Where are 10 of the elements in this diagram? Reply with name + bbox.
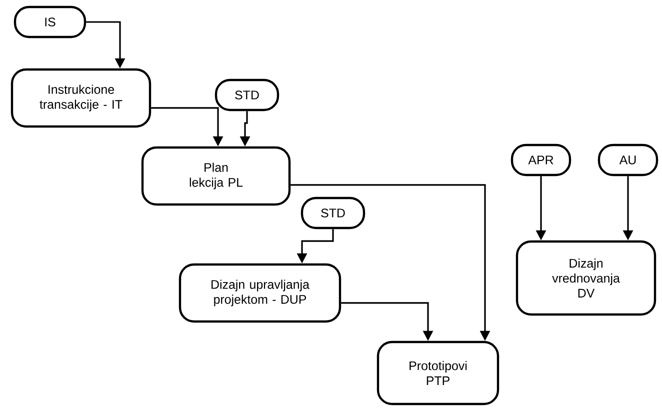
terminal-box: STD [300, 196, 366, 230]
process-box: Plan lekcija PL [141, 146, 291, 206]
process-box: Instrukcione transakcije - IT [10, 68, 152, 128]
process-box: Prototipovi PTP [376, 340, 500, 406]
process-box: Dizajn upravljanja projektom - DUP [178, 263, 342, 323]
terminal-box: IS [14, 6, 86, 38]
process-box: Dizajn vrednovanja DV [516, 240, 656, 316]
terminal-box: APR [510, 144, 572, 176]
terminal-box: STD [214, 78, 280, 112]
terminal-box: AU [598, 144, 658, 176]
